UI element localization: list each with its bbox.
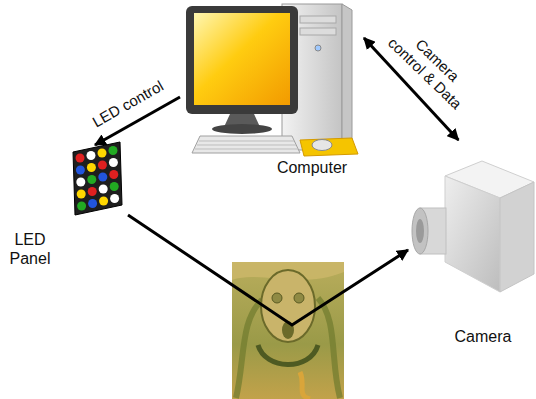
edge-label: Camera control & Data xyxy=(383,19,480,114)
mouse xyxy=(312,140,332,151)
connector-arrow xyxy=(128,215,408,325)
painting-hands xyxy=(258,345,318,365)
painting-face xyxy=(261,270,315,342)
monitor-bezel xyxy=(186,6,298,114)
keyboard-keys xyxy=(195,141,298,149)
drive-bay xyxy=(300,16,336,23)
keyboard xyxy=(192,136,300,153)
computer-node: Computer xyxy=(180,0,364,180)
lens-glass xyxy=(416,219,424,243)
edge-label: LED control xyxy=(88,76,169,132)
node-label: LED Panel xyxy=(3,230,57,268)
drive-bay xyxy=(300,28,336,35)
tower-side xyxy=(342,4,352,150)
power-button xyxy=(315,45,321,51)
painting-stroke xyxy=(300,372,310,399)
mouse-pad xyxy=(300,138,358,156)
led-board xyxy=(73,142,122,215)
monitor-base xyxy=(212,124,272,134)
node-label: Camera xyxy=(433,327,533,346)
lens-front xyxy=(412,208,428,254)
led-panel-icon xyxy=(73,142,122,215)
monitor-screen xyxy=(194,13,290,105)
painting-ground xyxy=(232,262,344,399)
camera-back xyxy=(500,182,534,292)
led-panel-node: LED Panel xyxy=(3,145,128,290)
painting xyxy=(232,262,344,399)
node-label: Computer xyxy=(262,158,362,177)
camera-side xyxy=(445,176,500,292)
computer-icon xyxy=(186,4,358,156)
camera-icon xyxy=(412,161,534,292)
camera-node: Camera xyxy=(408,140,535,350)
